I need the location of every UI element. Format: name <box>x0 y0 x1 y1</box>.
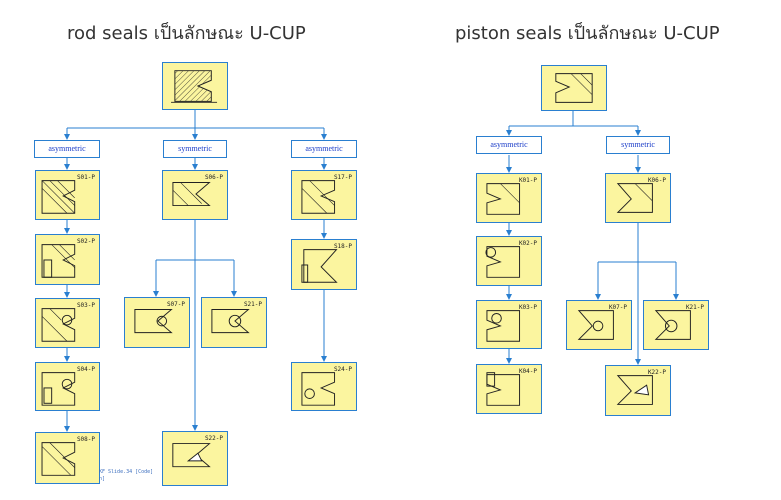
seal-profile-icon <box>41 244 76 278</box>
seal-profile-icon <box>211 309 250 334</box>
rod-branch-tag-1: asymmetric <box>34 140 100 158</box>
seal-code: K04-P <box>518 368 537 375</box>
piston-root-seal-box <box>541 65 607 111</box>
seal-profile-icon <box>555 73 593 103</box>
watermark-line-1: KF Slide.34 [Code] <box>99 469 154 475</box>
seal-profile-icon <box>301 180 336 214</box>
piston-seals-title: piston seals เป็นลักษณะ U-CUP <box>455 23 720 44</box>
rod-branch-tag-3: asymmetric <box>291 140 357 158</box>
seal-code: S24-P <box>333 366 352 373</box>
seal-profile-icon <box>172 443 211 468</box>
seal-box-k21: K21-P <box>643 300 709 350</box>
seal-profile-icon <box>577 310 614 340</box>
seal-box-s01: S01-P <box>35 170 100 220</box>
seal-code: K22-P <box>647 369 666 376</box>
rod-branch-tag-2: symmetric <box>163 140 227 158</box>
seal-code: K06-P <box>647 177 666 184</box>
seal-code: K01-P <box>518 177 537 184</box>
seal-profile-icon <box>486 310 521 342</box>
seal-box-k04: K04-P <box>476 364 542 414</box>
seal-code: S18-P <box>333 243 352 250</box>
seal-profile-icon <box>301 249 338 283</box>
seal-profile-icon <box>134 309 173 334</box>
seal-profile-icon <box>171 70 218 103</box>
seal-code: K07-P <box>608 304 627 311</box>
seal-box-k03: K03-P <box>476 300 542 349</box>
seal-code: S04-P <box>76 366 95 373</box>
seal-code: S03-P <box>76 302 95 309</box>
seal-profile-icon <box>41 180 76 214</box>
rod-root-seal-box <box>162 62 228 110</box>
seal-box-k01: K01-P <box>476 173 542 223</box>
seal-box-s06: S06-P <box>162 170 228 220</box>
seal-profile-icon <box>486 372 521 406</box>
seal-code: S22-P <box>204 435 223 442</box>
seal-profile-icon <box>41 308 76 342</box>
seal-box-s21: S21-P <box>201 297 267 348</box>
piston-branch-tag-1: asymmetric <box>476 136 542 154</box>
seal-box-k06: K06-P <box>605 173 671 223</box>
seal-code: S01-P <box>76 174 95 181</box>
seal-code: S06-P <box>204 174 223 181</box>
seal-profile-icon <box>486 183 521 215</box>
seal-profile-icon <box>485 246 521 278</box>
seal-code: K21-P <box>685 304 704 311</box>
seal-profile-icon <box>301 372 336 406</box>
seal-profile-icon <box>616 375 653 405</box>
seal-box-k02: K02-P <box>476 236 542 286</box>
seal-box-s02: S02-P <box>35 234 100 285</box>
seal-code: S08-P <box>76 436 95 443</box>
seal-box-s04: S04-P <box>35 362 100 411</box>
seal-box-s03: S03-P <box>35 298 100 348</box>
seal-profile-icon <box>616 183 653 213</box>
seal-code: K03-P <box>518 304 537 311</box>
piston-branch-tag-2: symmetric <box>606 136 670 154</box>
watermark-line-2: n] <box>99 476 106 482</box>
seal-box-s17: S17-P <box>291 170 357 220</box>
seal-profile-icon <box>41 442 76 476</box>
seal-box-s22: S22-P <box>162 431 228 486</box>
seal-code: S02-P <box>76 238 95 245</box>
seal-box-s08: S08-P <box>35 432 100 484</box>
seal-profile-icon <box>41 372 76 406</box>
rod-seals-title: rod seals เป็นลักษณะ U-CUP <box>67 23 306 44</box>
seal-box-s07: S07-P <box>124 297 190 348</box>
seal-code: S07-P <box>166 301 185 308</box>
seal-box-k07: K07-P <box>566 300 632 350</box>
seal-code: K02-P <box>518 240 537 247</box>
seal-box-s24: S24-P <box>291 362 357 411</box>
slide-watermark: KF Slide.34 [Code] n] <box>99 469 153 483</box>
seal-profile-icon <box>172 182 211 207</box>
seal-profile-icon <box>654 310 691 340</box>
seal-code: S21-P <box>243 301 262 308</box>
seal-code: S17-P <box>333 174 352 181</box>
seal-box-s18: S18-P <box>291 239 357 290</box>
seal-box-k22: K22-P <box>605 365 671 416</box>
